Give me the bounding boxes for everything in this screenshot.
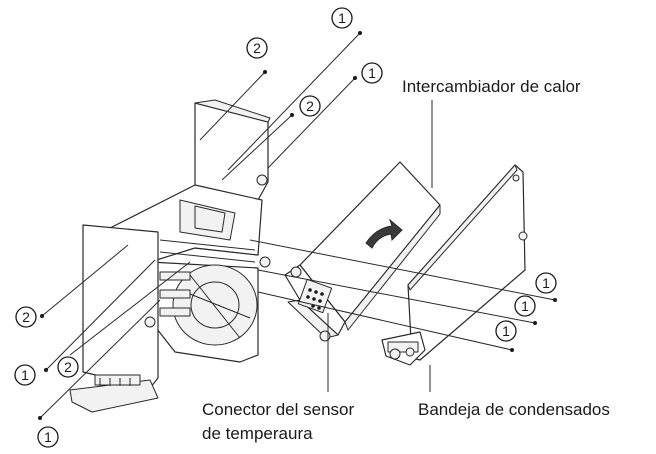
screw-leader-lines: [38, 31, 557, 420]
svg-text:1: 1: [502, 323, 510, 339]
screw-marker-2b: 2: [299, 95, 321, 117]
condensate-tray: [381, 164, 528, 366]
svg-text:2: 2: [64, 359, 72, 375]
label-sensor-connector-line1: Conector del sensor: [202, 400, 354, 419]
screw-marker-1c: 1: [14, 364, 36, 386]
screw-marker-1g: 1: [495, 320, 517, 342]
rotation-arrow-icon: [365, 218, 403, 249]
heat-exchanger: [284, 161, 441, 342]
label-sensor-connector-line2: de temperaura: [202, 424, 313, 443]
screw-marker-1b: 1: [361, 62, 383, 84]
screw-marker-2c: 2: [15, 306, 37, 328]
screw-marker-2a: 2: [246, 37, 268, 59]
svg-text:1: 1: [521, 298, 529, 314]
screw-marker-1a: 1: [331, 7, 353, 29]
screw-marker-2d: 2: [57, 356, 79, 378]
svg-text:1: 1: [542, 275, 550, 291]
svg-text:1: 1: [21, 367, 29, 383]
svg-text:2: 2: [306, 98, 314, 114]
screw-marker-1e: 1: [535, 272, 557, 294]
svg-text:1: 1: [338, 10, 346, 26]
svg-text:1: 1: [368, 65, 376, 81]
label-leader-lines: [327, 100, 433, 392]
svg-text:2: 2: [253, 40, 261, 56]
screw-marker-1d: 1: [37, 426, 59, 448]
label-condensate-tray: Bandeja de condensados: [418, 400, 610, 419]
screw-marker-1f: 1: [514, 295, 536, 317]
housing: [69, 99, 271, 413]
label-heat-exchanger: Intercambiador de calor: [402, 77, 581, 96]
svg-text:2: 2: [22, 309, 30, 325]
svg-text:1: 1: [44, 429, 52, 445]
